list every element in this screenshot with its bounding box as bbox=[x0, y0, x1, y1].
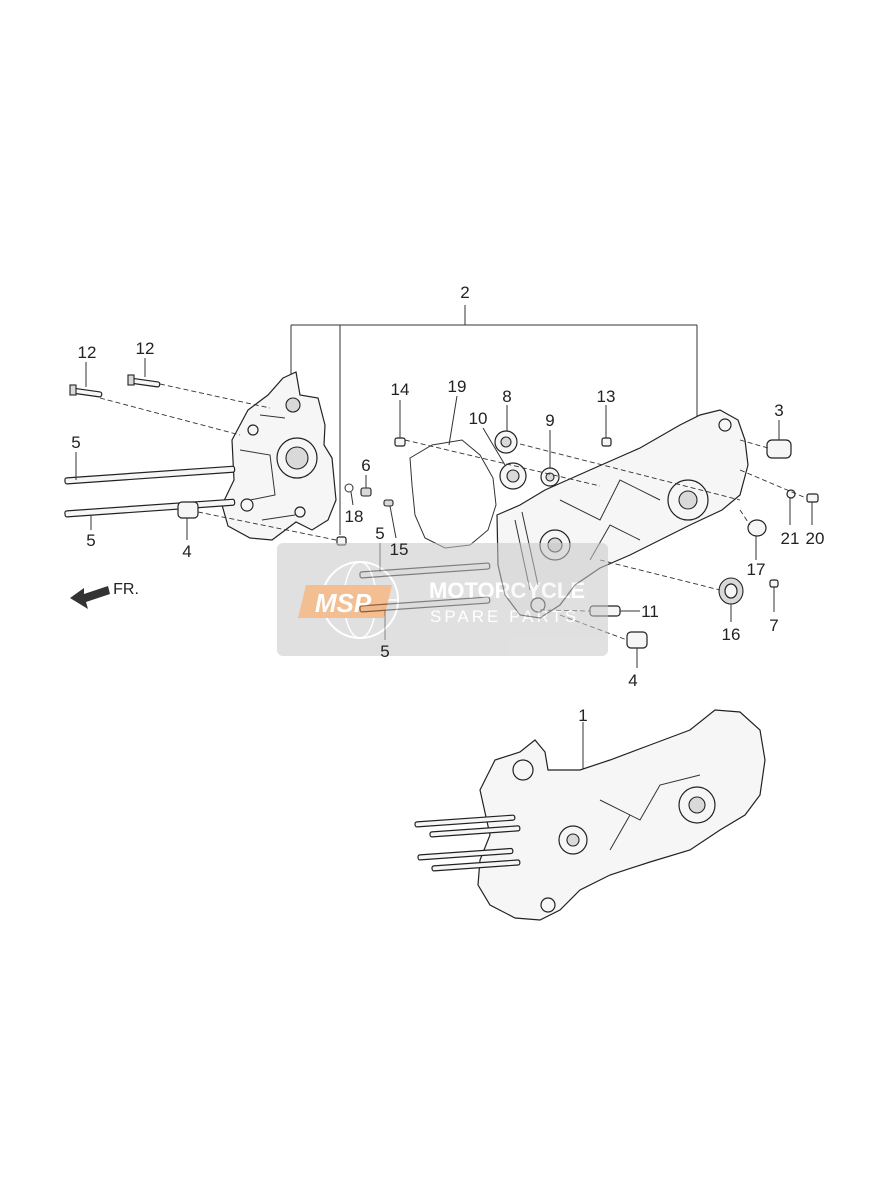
callout-5: 5 bbox=[71, 433, 80, 452]
callout-4: 4 bbox=[628, 671, 637, 690]
callout-9: 9 bbox=[545, 411, 554, 430]
callout-6: 6 bbox=[361, 456, 370, 475]
callout-12: 12 bbox=[136, 339, 155, 358]
callout-3: 3 bbox=[774, 401, 783, 420]
callout-17: 17 bbox=[747, 560, 766, 579]
studs-left bbox=[64, 465, 236, 518]
bolts-12 bbox=[69, 374, 161, 398]
callout-5: 5 bbox=[86, 531, 95, 550]
callout-16: 16 bbox=[722, 625, 741, 644]
callout-5: 5 bbox=[375, 524, 384, 543]
callout-7: 7 bbox=[769, 616, 778, 635]
callout-12: 12 bbox=[78, 343, 97, 362]
callout-4: 4 bbox=[182, 542, 191, 561]
callout-20: 20 bbox=[806, 529, 825, 548]
assembled-crankcase bbox=[414, 709, 766, 921]
callout-18: 18 bbox=[345, 507, 364, 526]
callout-11: 11 bbox=[641, 602, 659, 621]
arrow-left-icon bbox=[70, 586, 110, 609]
callout-19: 19 bbox=[448, 377, 467, 396]
bracket-part-2 bbox=[290, 305, 698, 535]
callout-21: 21 bbox=[781, 529, 800, 548]
watermark-line2: SPARE PARTS bbox=[430, 607, 579, 626]
callout-15: 15 bbox=[390, 540, 409, 559]
watermark-line1: MOTORCYCLE bbox=[429, 578, 585, 603]
left-crankcase-half bbox=[221, 371, 337, 541]
watermark: MSP MOTORCYCLE SPARE PARTS bbox=[277, 543, 608, 656]
callout-13: 13 bbox=[597, 387, 616, 406]
callout-14: 14 bbox=[391, 380, 410, 399]
watermark-logo: MSP bbox=[315, 588, 372, 618]
callout-labels: 2 12 12 5 5 4 14 19 8 10 9 13 3 6 18 15 … bbox=[71, 283, 824, 725]
callout-8: 8 bbox=[502, 387, 511, 406]
alignment-lines bbox=[99, 383, 807, 641]
front-direction-indicator: FR. bbox=[70, 581, 139, 609]
gasket bbox=[409, 439, 497, 549]
callout-10: 10 bbox=[469, 409, 488, 428]
callout-1: 1 bbox=[578, 706, 587, 725]
callout-2: 2 bbox=[460, 283, 469, 302]
front-label: FR. bbox=[113, 581, 139, 598]
callout-5: 5 bbox=[380, 642, 389, 661]
